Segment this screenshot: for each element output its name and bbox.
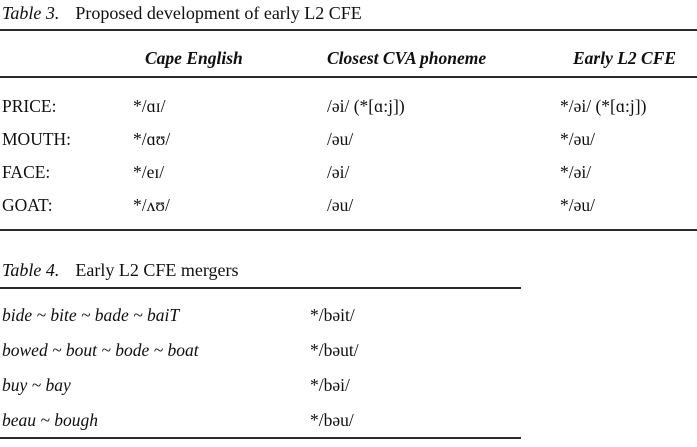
- cape-english-value: */ɑɪ/: [133, 96, 166, 116]
- merger-words: beau ~ bough: [2, 410, 98, 430]
- merger-phoneme: */bəi/: [310, 375, 350, 395]
- merger-words: bowed ~ bout ~ bode ~ boat: [2, 340, 199, 360]
- early-l2-cfe-value: */əu/: [560, 129, 595, 149]
- table4-caption-text: Early L2 CFE mergers: [75, 260, 239, 280]
- closest-cva-value: /əi/: [327, 162, 350, 182]
- closest-cva-value: /əi/ (*[ɑ:j]): [327, 96, 405, 116]
- table3-col-header-early-l2-cfe: Early L2 CFE: [573, 48, 677, 68]
- table4-caption-label: Table 4.: [2, 260, 60, 280]
- closest-cva-value: /əu/: [327, 129, 354, 149]
- table4-top-rule: [0, 287, 521, 289]
- merger-phoneme: */bəu/: [310, 410, 354, 430]
- merger-words: buy ~ bay: [2, 375, 71, 395]
- early-l2-cfe-value: */əu/: [560, 195, 595, 215]
- cape-english-value: */ʌʊ/: [133, 195, 170, 215]
- early-l2-cfe-value: */əi/ (*[ɑ:j]): [560, 96, 647, 116]
- table3-caption-label: Table 3.: [2, 3, 60, 23]
- table3-header-rule: [0, 76, 697, 78]
- table3-top-rule: [0, 29, 697, 31]
- cape-english-value: */ɑʊ/: [133, 129, 171, 149]
- table4-bottom-rule: [0, 437, 521, 439]
- table3-caption-text: Proposed development of early L2 CFE: [75, 3, 362, 23]
- early-l2-cfe-value: */əi/: [560, 162, 592, 182]
- table3-col-header-cape-english: Cape English: [145, 48, 243, 68]
- cape-english-value: */eɪ/: [133, 162, 165, 182]
- lexical-set-label: MOUTH:: [2, 129, 72, 149]
- closest-cva-value: /əu/: [327, 195, 354, 215]
- lexical-set-label: GOAT:: [2, 195, 53, 215]
- table3-bottom-rule: [0, 229, 697, 231]
- merger-words: bide ~ bite ~ bade ~ baiT: [2, 305, 180, 325]
- table4-caption: Table 4. Early L2 CFE mergers: [2, 260, 239, 281]
- merger-phoneme: */bəut/: [310, 340, 359, 360]
- table3-col-header-closest-cva: Closest CVA phoneme: [327, 48, 487, 68]
- table3-caption: Table 3. Proposed development of early L2…: [2, 3, 362, 24]
- lexical-set-label: PRICE:: [2, 96, 57, 116]
- lexical-set-label: FACE:: [2, 162, 51, 182]
- merger-phoneme: */bəit/: [310, 305, 355, 325]
